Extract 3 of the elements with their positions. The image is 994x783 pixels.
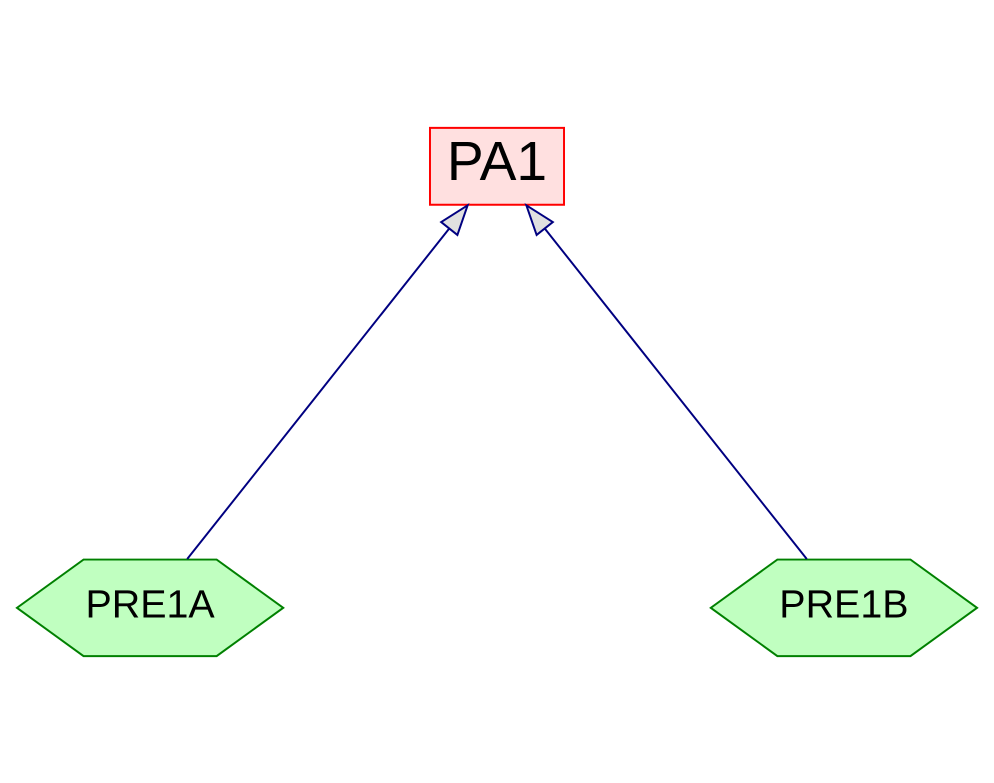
arrow bbox=[186, 202, 470, 560]
node-box: PA1 bbox=[429, 126, 565, 206]
arrow bbox=[524, 202, 808, 560]
